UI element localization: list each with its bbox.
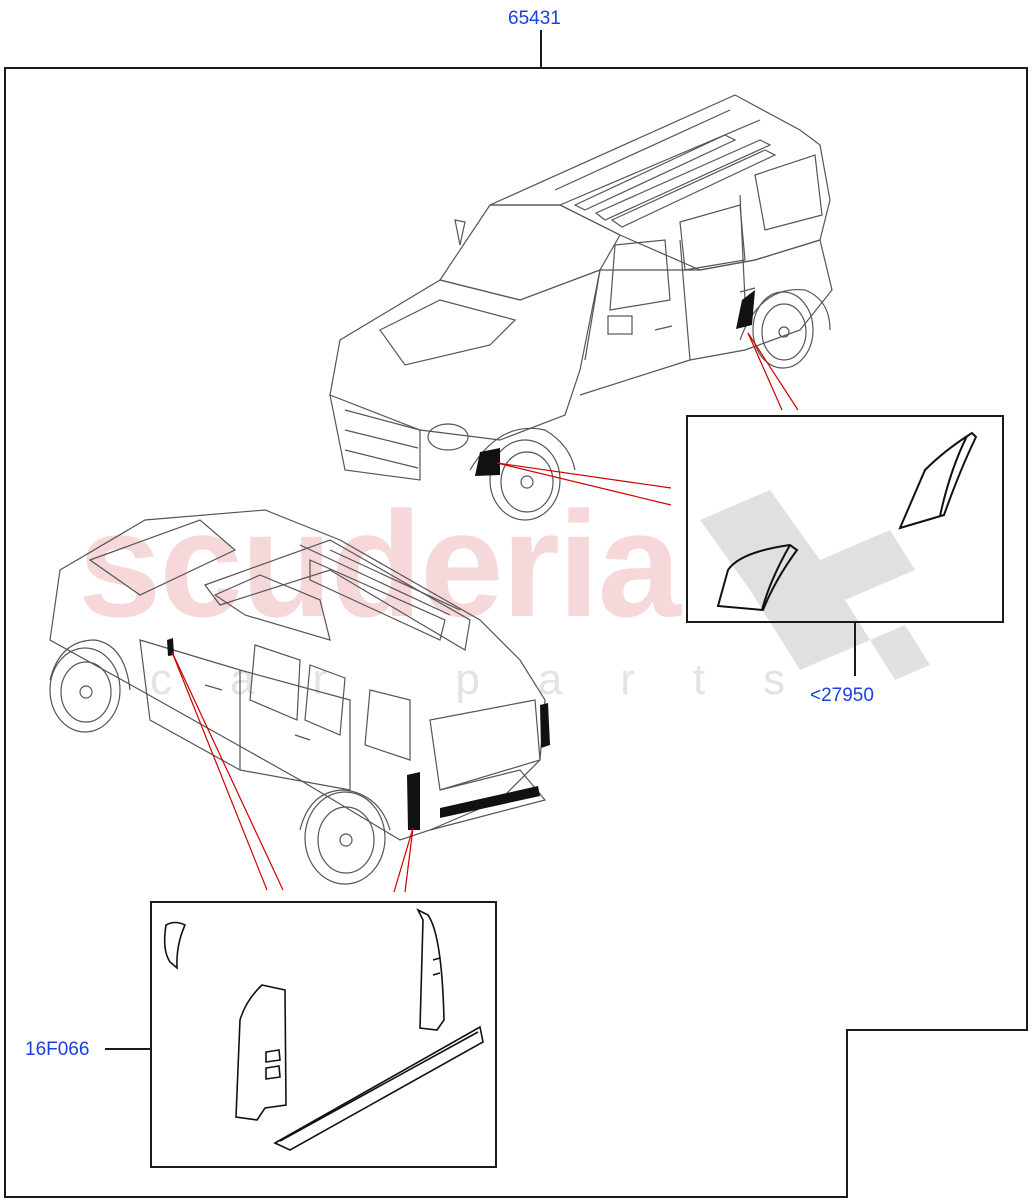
- vehicle-front-view: [329, 94, 833, 521]
- detail-box-wheelarch: [686, 415, 1004, 623]
- leader-lines-bottom-vehicle: [171, 651, 414, 893]
- decal-front-wheelarch: [475, 448, 500, 476]
- detail-box-rear-pillar: [150, 901, 497, 1168]
- decal-front-door-pillar: [167, 638, 174, 656]
- decal-rear-wheelarch: [736, 290, 755, 329]
- decal-rear-pillar-left: [407, 772, 420, 830]
- decal-tailgate-strip: [440, 786, 540, 818]
- rear-pillar-parts: [163, 908, 484, 1151]
- callout-top[interactable]: 65431: [508, 8, 561, 29]
- vehicle-rear-view: [49, 509, 547, 885]
- callout-rear-pillar[interactable]: 16F066: [25, 1039, 90, 1060]
- decal-rear-pillar-right: [540, 703, 550, 748]
- callout-wheelarch[interactable]: <27950: [810, 685, 874, 706]
- outer-frame: [4, 67, 1028, 1198]
- leader-lines-top-vehicle: [496, 332, 799, 506]
- wheelarch-parts: [716, 431, 978, 612]
- checkered-flag-watermark: [700, 490, 930, 680]
